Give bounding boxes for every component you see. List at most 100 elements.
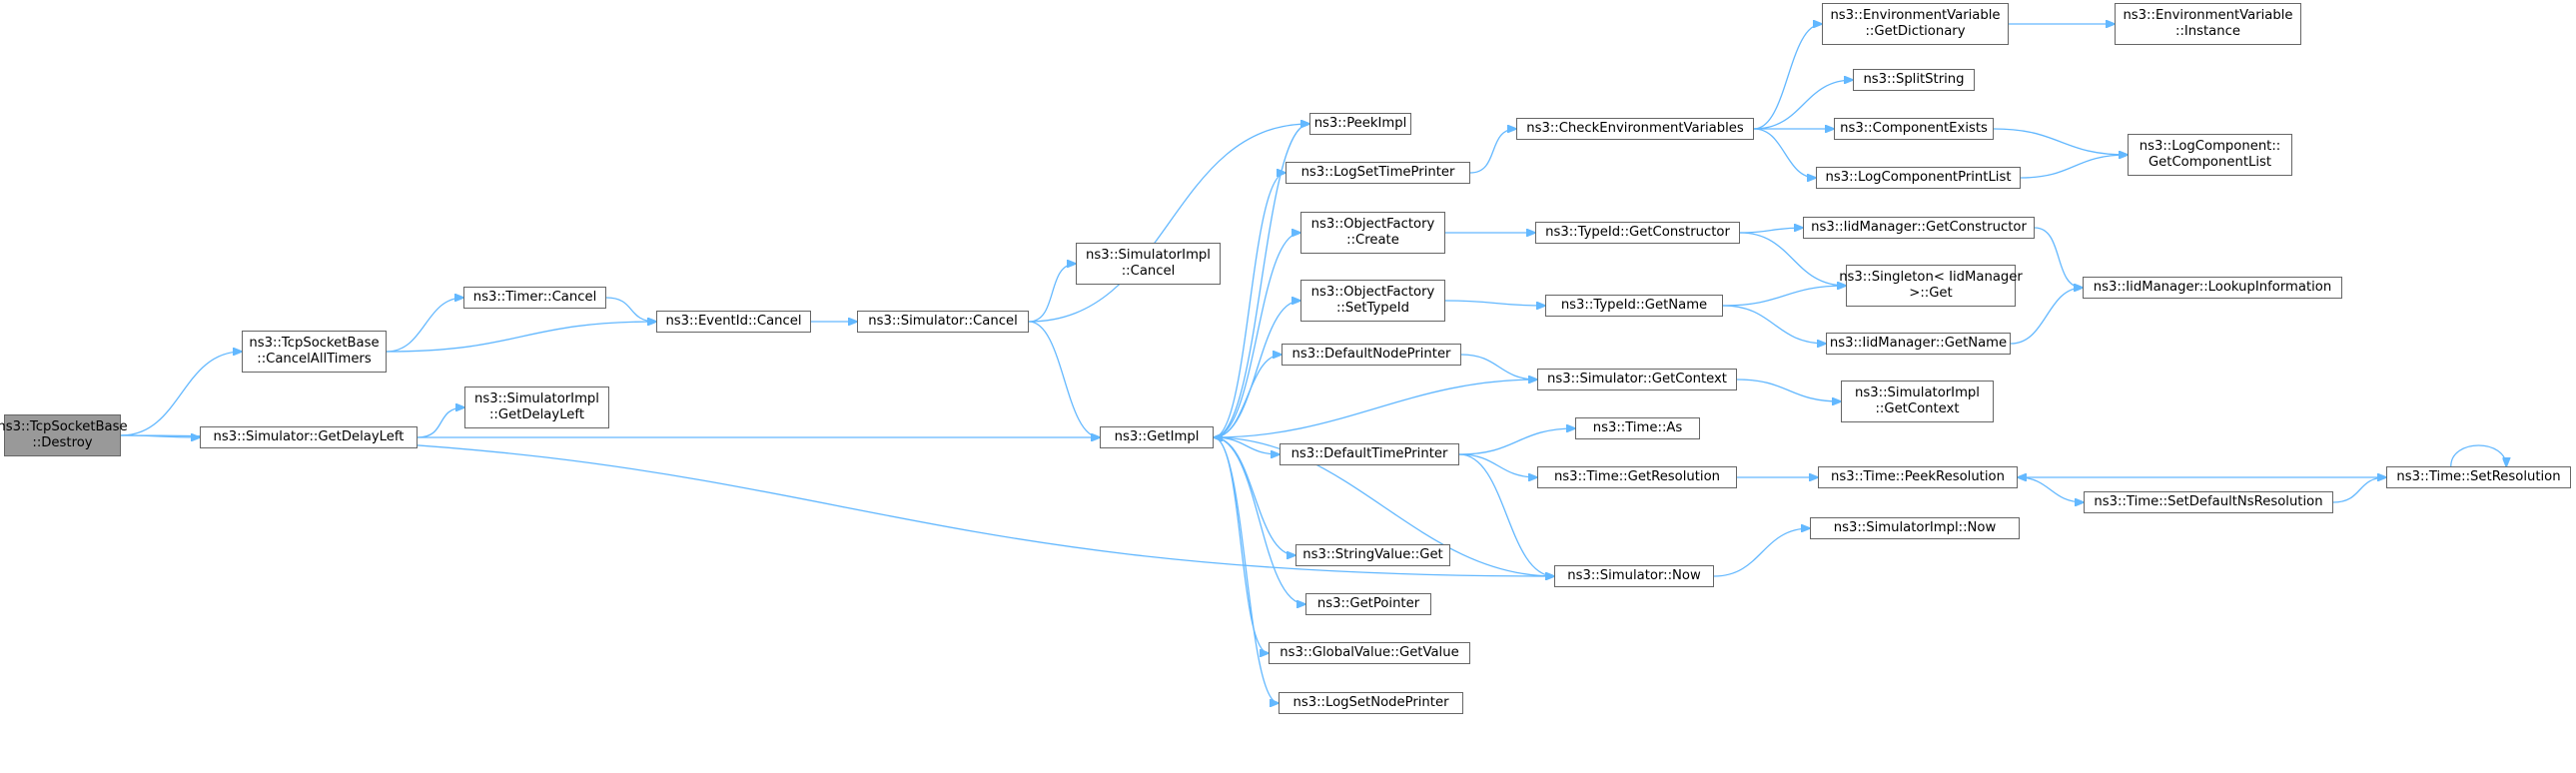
node-label-line: ns3::TcpSocketBase (0, 419, 128, 434)
edge-typeIdGetConstructor-to-singletonGet (1739, 232, 1846, 286)
node-get-delay-left[interactable]: ns3::Simulator::GetDelayLeft (200, 426, 418, 448)
node-get-pointer[interactable]: ns3::GetPointer (1305, 593, 1431, 615)
node-obj-factory-set-type-id[interactable]: ns3::ObjectFactory::SetTypeId (1300, 280, 1445, 322)
edge-simulatorNow-to-simImplNow (1713, 528, 1810, 577)
node-label-line: ns3::EventId::Cancel (665, 314, 802, 329)
node-label-line: ns3::CheckEnvironmentVariables (1526, 121, 1744, 136)
node-label-line: ::GetContext (1875, 401, 1960, 416)
edge-defaultTimePrinter-to-simulatorNow (1458, 453, 1554, 576)
node-simulator-now[interactable]: ns3::Simulator::Now (1554, 565, 1714, 587)
node-label-line: ns3::StringValue::Get (1302, 547, 1443, 562)
node-simulator-cancel[interactable]: ns3::Simulator::Cancel (857, 311, 1029, 333)
node-label-line: ns3::ComponentExists (1840, 121, 1988, 136)
node-iid-mgr-get-constructor[interactable]: ns3::IidManager::GetConstructor (1803, 217, 2035, 239)
node-component-exists[interactable]: ns3::ComponentExists (1834, 118, 1994, 140)
node-label-line: ns3::GetPointer (1316, 596, 1420, 611)
node-timer-cancel[interactable]: ns3::Timer::Cancel (463, 287, 606, 309)
node-sim-impl-get-context[interactable]: ns3::SimulatorImpl::GetContext (1841, 381, 1994, 422)
node-label-line: ns3::DefaultTimePrinter (1290, 446, 1448, 461)
node-label-line: ::GetDelayLeft (488, 407, 585, 422)
node-label-line: ns3::SimulatorImpl (1855, 386, 1980, 400)
edge-simulatorCancel-to-getImpl (1028, 321, 1100, 437)
node-label-line: ns3::Time::PeekResolution (1831, 469, 2005, 484)
edge-simGetContext-to-getImpl (1214, 379, 1538, 437)
edge-typeIdGetConstructor-to-iidMgrGetConstructor (1739, 228, 1803, 234)
node-type-id-get-name[interactable]: ns3::TypeId::GetName (1545, 295, 1723, 317)
edge-simulatorCancel-to-peekImpl (1028, 124, 1309, 323)
node-default-time-printer[interactable]: ns3::DefaultTimePrinter (1280, 443, 1459, 465)
node-label-line: ns3::TypeId::GetName (1560, 298, 1708, 313)
node-string-value-get[interactable]: ns3::StringValue::Get (1295, 544, 1450, 566)
node-sim-impl-now[interactable]: ns3::SimulatorImpl::Now (1810, 517, 2020, 539)
node-label-line: ns3::Simulator::GetContext (1547, 372, 1727, 386)
edge-defaultNodePrinter-to-simGetContext (1460, 354, 1537, 380)
node-event-id-cancel[interactable]: ns3::EventId::Cancel (656, 311, 811, 333)
node-sim-get-context[interactable]: ns3::Simulator::GetContext (1537, 369, 1737, 390)
edge-objFactorySetTypeId-to-typeIdGetName (1444, 300, 1545, 306)
node-label-line: ns3::LogSetNodePrinter (1292, 695, 1449, 710)
node-label-line: ns3::SimulatorImpl::Now (1833, 520, 1997, 535)
node-time-set-default-ns-res[interactable]: ns3::Time::SetDefaultNsResolution (2084, 491, 2333, 513)
node-label-line: ns3::EnvironmentVariable (1830, 8, 2001, 23)
edge-defaultTimePrinter-to-timeAs (1458, 428, 1575, 455)
edge-getImpl-to-objFactorySetTypeId (1213, 301, 1300, 438)
node-time-get-resolution[interactable]: ns3::Time::GetResolution (1537, 466, 1737, 488)
edge-typeIdGetName-to-iidMgrGetName (1722, 305, 1826, 344)
node-default-node-printer[interactable]: ns3::DefaultNodePrinter (1282, 344, 1461, 366)
node-label-line: ns3::GetImpl (1114, 429, 1200, 444)
node-global-value-get-value[interactable]: ns3::GlobalValue::GetValue (1269, 642, 1470, 664)
node-label-line: ns3::LogComponentPrintList (1825, 170, 2012, 185)
node-cancel-all-timers[interactable]: ns3::TcpSocketBase::CancelAllTimers (242, 331, 387, 373)
edge-getImpl-to-getPointer (1213, 436, 1305, 604)
edge-getImpl-to-logSetNodePrinter (1213, 436, 1279, 703)
node-label-line: >::Get (1909, 286, 1953, 301)
node-label-line: ns3::PeekImpl (1313, 116, 1407, 131)
node-iid-mgr-get-name[interactable]: ns3::IidManager::GetName (1826, 333, 2011, 355)
node-log-set-time-printer[interactable]: ns3::LogSetTimePrinter (1286, 162, 1470, 184)
edge-checkEnvVars-to-splitString (1753, 80, 1853, 130)
node-log-component-get-list[interactable]: ns3::LogComponent::GetComponentList (2128, 134, 2292, 176)
node-label-line: ns3::IidManager::LookupInformation (2093, 280, 2332, 295)
node-check-env-vars[interactable]: ns3::CheckEnvironmentVariables (1516, 118, 1754, 140)
node-label-line: ns3::Time::As (1592, 420, 1683, 435)
node-time-as[interactable]: ns3::Time::As (1575, 417, 1700, 439)
node-get-impl[interactable]: ns3::GetImpl (1100, 426, 1214, 448)
node-env-var-instance[interactable]: ns3::EnvironmentVariable::Instance (2115, 3, 2301, 45)
node-time-set-resolution[interactable]: ns3::Time::SetResolution (2386, 466, 2571, 488)
edge-timerCancel-to-eventIdCancel (605, 297, 656, 322)
node-label-line: GetComponentList (2147, 155, 2272, 170)
edge-getImpl-to-defaultNodePrinter (1213, 355, 1282, 438)
node-label-line: ns3::LogComponent:: (2139, 139, 2281, 154)
edge-logSetTimePrinter-to-checkEnvVars (1469, 129, 1516, 174)
node-obj-factory-create[interactable]: ns3::ObjectFactory::Create (1300, 212, 1445, 254)
node-peek-impl[interactable]: ns3::PeekImpl (1309, 113, 1411, 135)
node-sim-impl-get-delay-left[interactable]: ns3::SimulatorImpl::GetDelayLeft (464, 386, 609, 428)
edge-cancelAllTimers-to-timerCancel (386, 298, 463, 353)
node-iid-mgr-lookup-info[interactable]: ns3::IidManager::LookupInformation (2083, 277, 2342, 299)
node-label-line: ns3::IidManager::GetName (1829, 336, 2008, 351)
node-label-line: ns3::LogSetTimePrinter (1300, 165, 1455, 180)
node-label-line: ns3::TypeId::GetConstructor (1545, 225, 1730, 240)
node-time-peek-resolution[interactable]: ns3::Time::PeekResolution (1818, 466, 2018, 488)
node-label-line: ::Cancel (1121, 264, 1176, 279)
edge-componentExists-to-logComponentGetList (1993, 128, 2128, 155)
node-label-line: ns3::IidManager::GetConstructor (1811, 220, 2027, 235)
edge-typeIdGetName-to-singletonGet (1722, 286, 1846, 307)
node-label-line: ns3::SplitString (1863, 72, 1965, 87)
node-env-var-get-dict[interactable]: ns3::EnvironmentVariable::GetDictionary (1822, 3, 2009, 45)
node-split-string[interactable]: ns3::SplitString (1853, 69, 1975, 91)
edge-simulatorNow-to-getImpl (1214, 437, 1555, 577)
node-sim-impl-cancel[interactable]: ns3::SimulatorImpl::Cancel (1076, 243, 1221, 285)
edge-timeSetDefaultNsRes-to-timeSetResolution (2332, 477, 2386, 503)
node-label-line: ns3::ObjectFactory (1310, 217, 1435, 232)
node-label-line: ns3::ObjectFactory (1310, 285, 1435, 300)
edge-simGetContext-to-simImplGetContext (1736, 379, 1841, 401)
node-label-line: ns3::TcpSocketBase (249, 336, 380, 351)
node-singleton-get[interactable]: ns3::Singleton< IidManager >::Get (1839, 265, 2023, 307)
node-type-id-get-constructor[interactable]: ns3::TypeId::GetConstructor (1535, 222, 1740, 244)
node-log-component-print-list[interactable]: ns3::LogComponentPrintList (1816, 167, 2021, 189)
node-log-set-node-printer[interactable]: ns3::LogSetNodePrinter (1279, 692, 1463, 714)
node-label-line: ::GetDictionary (1865, 24, 1966, 39)
edge-simulatorCancel-to-simImplCancel (1028, 264, 1076, 323)
node-label-line: ns3::SimulatorImpl (474, 391, 599, 406)
